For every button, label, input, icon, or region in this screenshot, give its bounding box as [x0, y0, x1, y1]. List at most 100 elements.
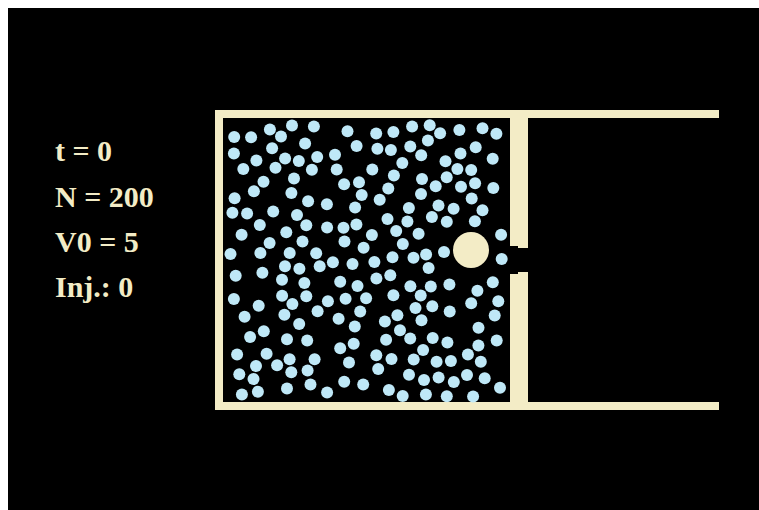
gas-particle [258, 176, 270, 188]
gas-particle [404, 333, 416, 345]
gas-particle [239, 311, 251, 323]
gas-particle [388, 169, 400, 181]
gas-particle [383, 384, 395, 396]
gas-particle [285, 366, 297, 378]
gas-particle [469, 215, 481, 227]
gas-particle [374, 194, 386, 206]
gas-particle [279, 153, 291, 165]
gas-particle [438, 246, 450, 258]
gas-particle [338, 222, 350, 234]
gas-particle [404, 280, 416, 292]
gas-particle [250, 155, 262, 167]
gas-particle [301, 335, 313, 347]
gas-particle [299, 138, 311, 150]
gas-particle [229, 192, 241, 204]
gas-particle [441, 171, 453, 183]
gas-particle [322, 295, 334, 307]
gas-particle [293, 263, 305, 275]
gas-particle [228, 131, 240, 143]
gas-particle [225, 248, 237, 260]
gas-particle [270, 162, 282, 174]
gas-particle [415, 188, 427, 200]
gas-particle [343, 357, 355, 369]
gas-particle [382, 183, 394, 195]
gas-particle [443, 279, 455, 291]
gas-particle [427, 332, 439, 344]
gas-particle [394, 324, 406, 336]
gas-particle [418, 374, 430, 386]
gas-particle [386, 353, 398, 365]
gas-particle [248, 185, 260, 197]
parameter-label: V0 = 5 [55, 225, 139, 259]
gas-particle [467, 390, 479, 402]
gas-particles [225, 119, 508, 402]
gas-particle [293, 155, 305, 167]
gas-particle [397, 238, 409, 250]
gas-particle [422, 135, 434, 147]
gas-particle [311, 151, 323, 163]
partition-upper-thick [518, 118, 528, 248]
gas-particle [358, 242, 370, 254]
gas-particle [244, 331, 256, 343]
gas-particle [248, 373, 260, 385]
gas-particle [371, 143, 383, 155]
gas-particle [356, 189, 368, 201]
gas-particle [415, 149, 427, 161]
gas-particle [370, 349, 382, 361]
gas-particle [416, 314, 428, 326]
gas-particle [448, 203, 460, 215]
gas-particle [403, 369, 415, 381]
gas-particle [469, 177, 481, 189]
gas-particle [406, 121, 418, 133]
gas-particle [286, 298, 298, 310]
gas-particle [327, 256, 339, 268]
gas-particle [475, 356, 487, 368]
gas-particle [370, 273, 382, 285]
gas-particle [312, 305, 324, 317]
gas-particle [226, 207, 238, 219]
gas-particle [236, 389, 248, 401]
gas-particle [254, 247, 266, 259]
gas-particle [445, 355, 457, 367]
gas-particle [297, 236, 309, 248]
gas-particle [387, 126, 399, 138]
gas-particle [492, 295, 504, 307]
gas-particle [338, 178, 350, 190]
gas-particle [441, 216, 453, 228]
gas-particle [487, 182, 499, 194]
gas-particle [470, 141, 482, 153]
gas-particle [245, 131, 257, 143]
gas-particle [433, 372, 445, 384]
gas-particle [321, 221, 333, 233]
gas-particle [487, 153, 499, 165]
gas-particle [491, 335, 503, 347]
gas-particle [309, 353, 321, 365]
gas-particle [354, 306, 366, 318]
partition-lower-thick [518, 272, 528, 402]
gas-particle [477, 122, 489, 134]
gas-particle [490, 128, 502, 140]
gas-particle [387, 251, 399, 263]
gas-particle [479, 372, 491, 384]
gas-particle [338, 376, 350, 388]
gas-particle [253, 300, 265, 312]
gas-particle [471, 285, 483, 297]
gas-particle [465, 297, 477, 309]
gas-particle [329, 149, 341, 161]
gas-particle [237, 163, 249, 175]
gas-particle [351, 140, 363, 152]
gas-particle [276, 274, 288, 286]
gas-particle [254, 219, 266, 231]
gas-particle [256, 267, 268, 279]
gas-particle [302, 365, 314, 377]
gas-particle [331, 164, 343, 176]
gas-particle [390, 225, 402, 237]
gas-particle [285, 187, 297, 199]
gas-particle [280, 226, 292, 238]
gas-particle [473, 322, 485, 334]
gas-particle [279, 260, 291, 272]
parameter-label: N = 200 [55, 180, 154, 214]
gas-particle [403, 202, 415, 214]
gas-particle [424, 119, 436, 131]
gas-particle [342, 125, 354, 137]
